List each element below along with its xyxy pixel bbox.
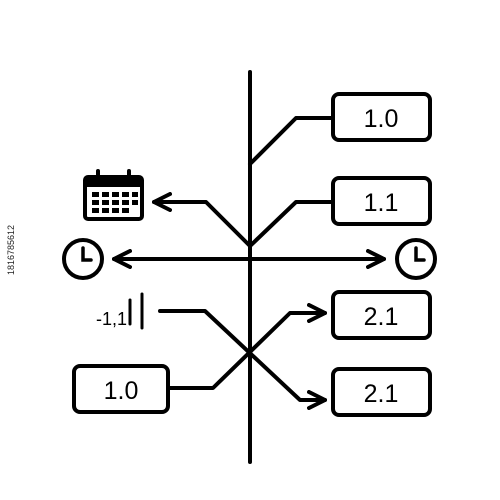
version-tag-box-top-1	[331, 92, 432, 142]
version-tag-box-bottom-2	[331, 367, 432, 417]
watermark-id: 1816785612	[6, 225, 16, 275]
clock-icon	[395, 238, 437, 280]
crossing-branch-arrow-2	[166, 303, 327, 390]
version-tag-bottom-left: 1.0	[104, 377, 139, 405]
version-tag-bottom-1: 2.1	[364, 303, 399, 331]
branch-line-top-2	[248, 200, 335, 248]
version-tag-top-2: 1.1	[364, 189, 399, 217]
branch-arrow-calendar	[152, 192, 252, 248]
version-tag-box-bottom-left	[72, 364, 170, 414]
version-tag-box-top-2	[331, 176, 432, 226]
version-tag-box-bottom-1	[331, 290, 432, 340]
crossing-branch-arrow-1	[158, 309, 327, 410]
branch-line-top-1	[248, 116, 335, 166]
version-tag-top-1: 1.0	[364, 105, 399, 133]
calendar-icon	[83, 169, 144, 221]
version-marker-label: -1,1	[96, 309, 127, 329]
version-tag-bottom-2: 2.1	[364, 380, 399, 408]
clock-icon	[62, 238, 104, 280]
